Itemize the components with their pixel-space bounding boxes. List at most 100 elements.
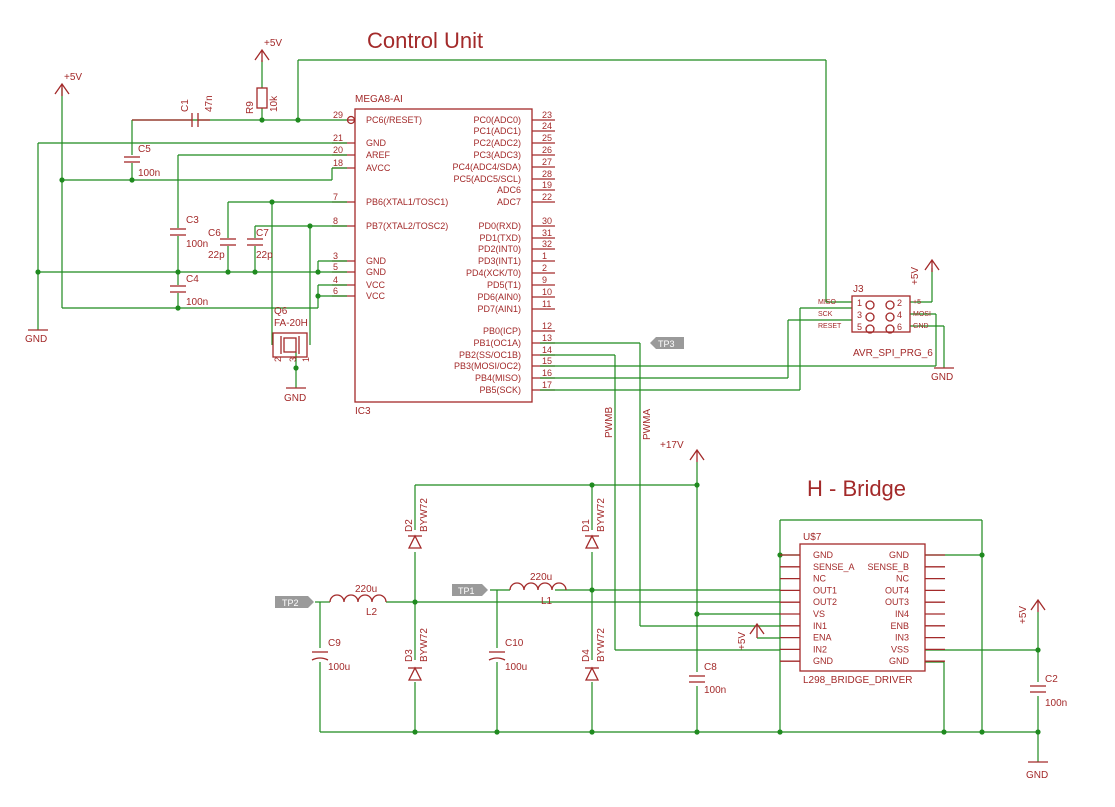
j3-signal-sck: SCK <box>818 311 833 318</box>
capacitor-c9: C9 100u <box>311 638 350 673</box>
supply-5v-left: +5V <box>54 72 82 96</box>
r9-ref: R9 <box>245 101 256 114</box>
mcu-pin-number: 20 <box>333 145 343 155</box>
d1-value: BYW72 <box>596 498 607 532</box>
j3-signal-reset: RESET <box>818 323 842 330</box>
driver-pin-name: OUT3 <box>885 597 909 607</box>
junctions <box>35 117 1041 735</box>
resistor-r9: R9 10k <box>245 87 280 114</box>
mcu-pin-number: 15 <box>542 356 552 366</box>
mcu-pin-name: PC3(ADC3) <box>473 150 521 160</box>
capacitor-c6: C6 22p <box>208 228 236 261</box>
mcu-pin-name: PD3(INT1) <box>478 256 521 266</box>
j3-pin-1: 1 <box>857 298 862 308</box>
mcu-pin-name: PC5(ADC5/SCL) <box>453 174 521 184</box>
j3-pin-6: 6 <box>897 322 902 332</box>
diode-d3: D3 BYW72 <box>404 628 430 681</box>
supply-label: +5V <box>264 38 282 49</box>
j3-pin-5: 5 <box>857 322 862 332</box>
driver-pin-name: NC <box>813 574 826 584</box>
driver-pin-name: GND <box>889 550 910 560</box>
supply-label: +17V <box>660 440 684 451</box>
supply-label: +5V <box>64 72 82 83</box>
mcu-pin-number: 18 <box>333 158 343 168</box>
supply-5v-driver: +5V <box>737 622 765 650</box>
driver-u7: U$7 L298_BRIDGE_DRIVER GNDSENSE_ANCOUT1O… <box>780 532 945 686</box>
c3-value: 100n <box>186 239 208 250</box>
d2-value: BYW72 <box>419 498 430 532</box>
mcu-pin-name: GND <box>366 267 387 277</box>
supply-5v-r9: +5V <box>254 38 282 62</box>
c6-value: 22p <box>208 250 225 261</box>
mcu-pin-name: PD0(RXD) <box>478 221 521 231</box>
driver-pin-name: OUT4 <box>885 585 909 595</box>
driver-pin-name: VS <box>813 609 825 619</box>
mcu-pin-name: PD6(AIN0) <box>477 292 521 302</box>
c5-value: 100n <box>138 168 160 179</box>
c10-value: 100u <box>505 662 527 673</box>
power-wiring <box>315 343 1039 762</box>
c8-ref: C8 <box>704 662 717 673</box>
capacitor-c8: C8 100n <box>689 662 726 696</box>
gnd-label: GND <box>284 393 306 404</box>
capacitor-c3: C3 100n <box>170 215 208 250</box>
mcu-pin-name: PB4(MISO) <box>475 373 521 383</box>
gnd-j3: GND <box>931 367 954 383</box>
mcu-pin-number: 17 <box>542 380 552 390</box>
mcu-pin-name: PC2(ADC2) <box>473 138 521 148</box>
driver-pin-name: SENSE_B <box>867 562 909 572</box>
mcu-part: MEGA8-AI <box>355 94 403 105</box>
test-point-tp3: TP3 <box>650 337 684 349</box>
gnd-c2: GND <box>1026 761 1048 781</box>
l2-ref: L2 <box>366 607 378 618</box>
d4-ref: D4 <box>581 649 592 662</box>
q6-pin-4: 3 <box>288 357 298 362</box>
mcu-pin-number: 8 <box>333 216 338 226</box>
supply-label: +5V <box>910 267 921 285</box>
mcu-pin-number: 2 <box>542 263 547 273</box>
j3-signal-gnd: GND <box>913 323 929 330</box>
driver-pin-name: GND <box>889 656 910 666</box>
mcu-pin-name: PB1(OC1A) <box>473 338 521 348</box>
q6-value: FA-20H <box>274 318 308 329</box>
capacitor-c7: C7 22p <box>247 228 273 261</box>
mcu-pin-name: PB7(XTAL2/TOSC2) <box>366 221 448 231</box>
mcu-pin-number: 6 <box>333 286 338 296</box>
l1-value: 220u <box>530 572 552 583</box>
mcu-pin-number: 7 <box>333 192 338 202</box>
c4-ref: C4 <box>186 274 199 285</box>
j3-ref: J3 <box>853 284 864 295</box>
mcu-pin-name: AREF <box>366 150 391 160</box>
title-control-unit: Control Unit <box>367 28 483 53</box>
driver-pins: GNDSENSE_ANCOUT1OUT2VSIN1ENAIN2GNDGNDSEN… <box>780 550 945 666</box>
capacitor-c1: C1 47n <box>132 95 215 127</box>
d3-ref: D3 <box>404 649 415 662</box>
driver-pin-name: IN4 <box>895 609 909 619</box>
l1-ref: L1 <box>541 596 553 607</box>
mcu-pin-number: 1 <box>542 251 547 261</box>
mcu-pin-name: PB3(MOSI/OC2) <box>454 361 521 371</box>
mcu-pin-name: PB2(SS/OC1B) <box>459 350 521 360</box>
tp3-label: TP3 <box>658 339 675 349</box>
driver-part: L298_BRIDGE_DRIVER <box>803 675 913 686</box>
diode-d2: D2 BYW72 <box>404 498 430 549</box>
driver-pin-name: IN2 <box>813 644 827 654</box>
mcu-pin-number: 16 <box>542 368 552 378</box>
supply-17v: +17V <box>660 440 705 462</box>
driver-pin-name: OUT1 <box>813 585 837 595</box>
d3-value: BYW72 <box>419 628 430 662</box>
test-point-tp1: TP1 <box>452 584 488 596</box>
tp1-label: TP1 <box>458 586 475 596</box>
c9-ref: C9 <box>328 638 341 649</box>
mcu-pin-name: PC6(/RESET) <box>366 115 422 125</box>
mcu-pin-number: 10 <box>542 287 552 297</box>
driver-pin-name: OUT2 <box>813 597 837 607</box>
mcu-pin-number: 12 <box>542 321 552 331</box>
driver-pin-name: ENA <box>813 633 832 643</box>
inductor-l2: 220u L2 <box>329 584 387 618</box>
mcu-pin-number: 19 <box>542 180 552 190</box>
test-point-tp2: TP2 <box>275 596 314 608</box>
d2-ref: D2 <box>404 519 415 532</box>
